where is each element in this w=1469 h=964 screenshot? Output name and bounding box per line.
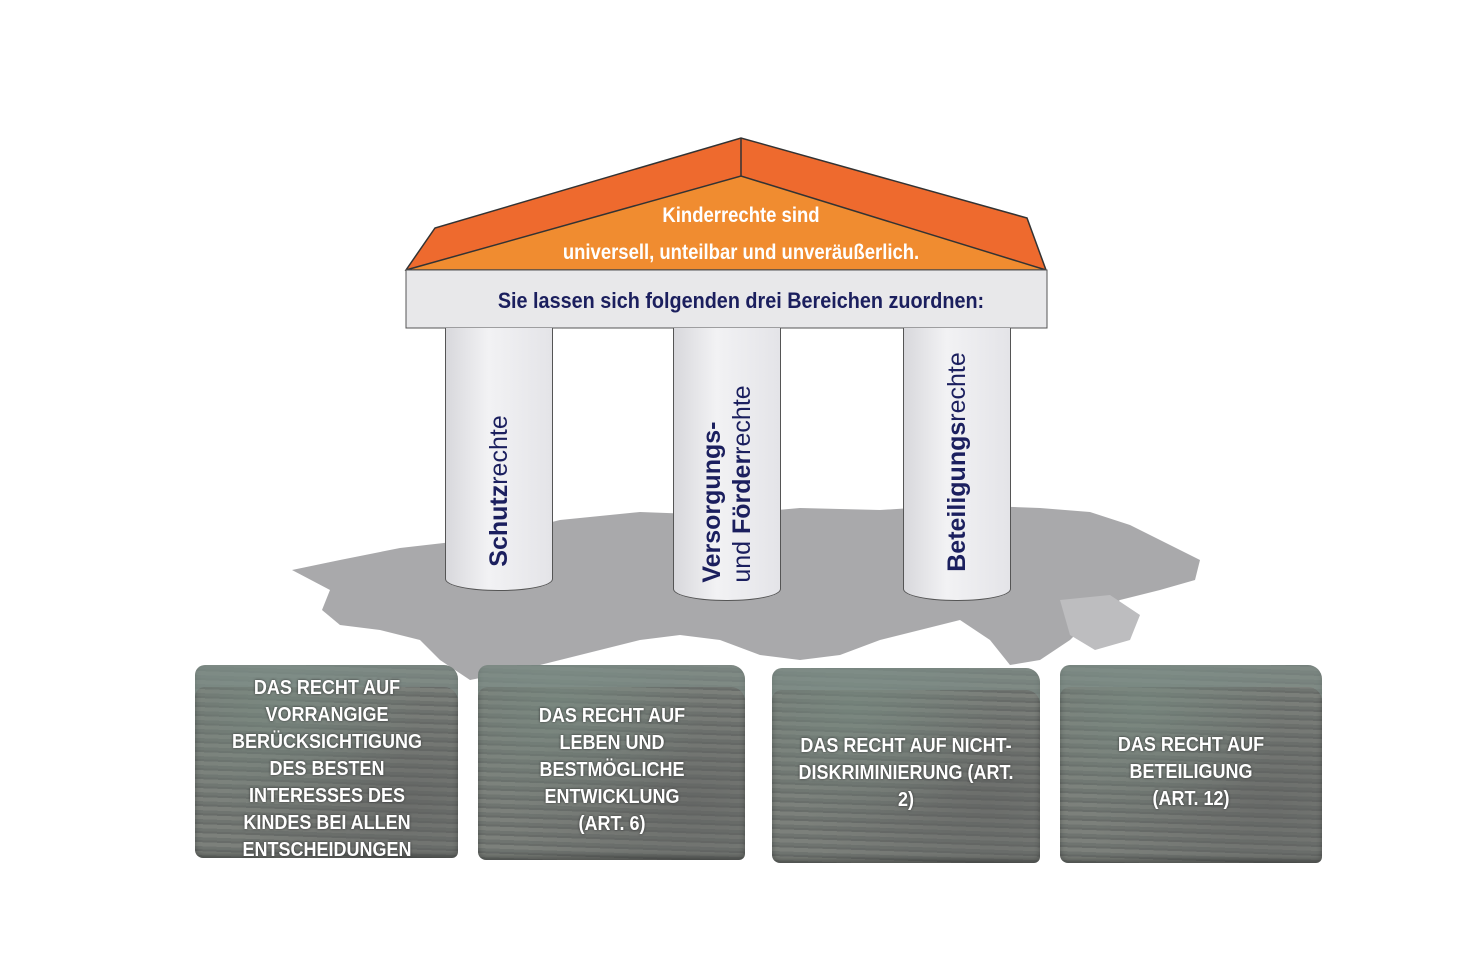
roof-title: Kinderrechte sind: [662, 204, 820, 227]
column-label-bold: Beteiligungs: [943, 421, 971, 572]
stone-non-discrimination: DAS RECHT AUF NICHT-DISKRIMINIERUNG (ART…: [772, 668, 1040, 863]
stone-text: DAS RECHT AUF NICHT-DISKRIMINIERUNG (ART…: [798, 735, 1014, 811]
beam: [405, 269, 1048, 329]
column-beteiligungsrechte: Beteiligungsrechte: [903, 328, 1011, 601]
column-label-bold: Förder: [728, 454, 756, 534]
stone-text: DAS RECHT AUF VORRANGIGE BERÜCKSICHTIGUN…: [231, 677, 422, 861]
column-label: und: [728, 534, 756, 583]
column-label-bold: Schutz: [485, 484, 513, 567]
column-label-bold: Versorgungs-: [698, 421, 726, 583]
beam-text: Sie lassen sich folgenden drei Bereichen…: [497, 288, 985, 313]
roof-subtitle: universell, unteilbar und unveräußerlich…: [562, 241, 920, 264]
column-schutzrechte: Schutzrechte: [445, 328, 553, 591]
column-label: rechte: [943, 352, 971, 422]
stone-text: DAS RECHT AUF LEBEN UND BESTMÖGLICHE ENT…: [538, 705, 685, 835]
column-label: rechte: [485, 415, 513, 485]
column-label: rechte: [728, 385, 756, 455]
stone-life-development: DAS RECHT AUF LEBEN UND BESTMÖGLICHE ENT…: [478, 665, 745, 860]
stone-best-interests: DAS RECHT AUF VORRANGIGE BERÜCKSICHTIGUN…: [195, 665, 458, 861]
stone-text: DAS RECHT AUF BETEILIGUNG (ART. 12): [1117, 733, 1265, 810]
column-versorgungs-foerderrechte: Versorgungs- und Förderrechte: [673, 328, 781, 601]
stone-participation: DAS RECHT AUF BETEILIGUNG (ART. 12): [1060, 665, 1322, 863]
roof: [404, 137, 1048, 271]
